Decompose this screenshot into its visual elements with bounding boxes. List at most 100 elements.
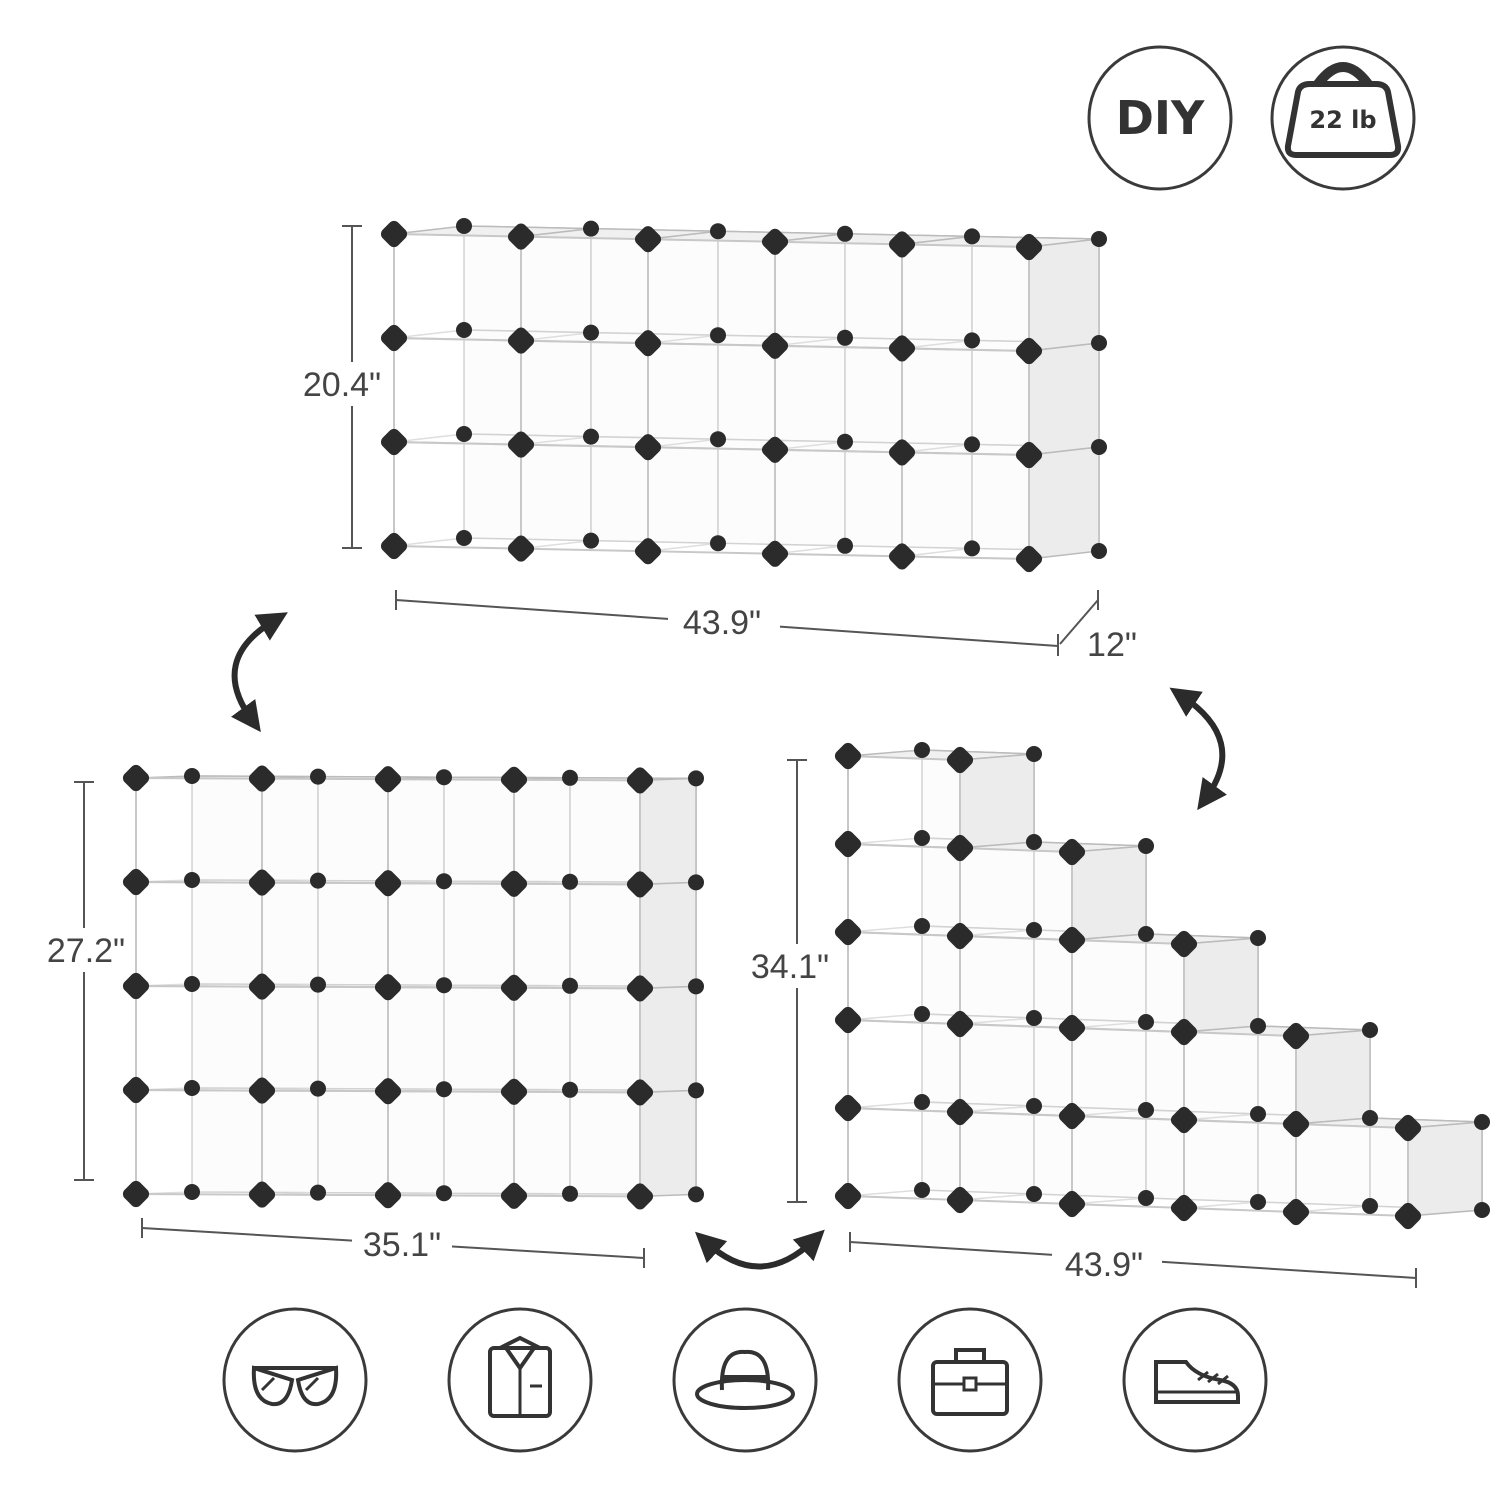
connector — [1058, 926, 1086, 954]
connector — [374, 974, 402, 1001]
cube-front-frame — [513, 778, 641, 886]
connector — [834, 742, 862, 770]
back-connector — [1138, 1190, 1154, 1206]
back-connector — [436, 977, 452, 994]
top-width-label: 43.9" — [683, 604, 761, 642]
back-connector — [710, 327, 726, 344]
cube-side-panel — [639, 1089, 697, 1198]
dimension-left-height: 27.2" — [44, 781, 128, 1181]
diy-label: DIY — [1116, 91, 1205, 145]
cube-front-frame — [135, 776, 263, 884]
connector — [1058, 838, 1086, 866]
cube-front-frame — [847, 1018, 961, 1114]
top-depth-label: 12" — [1087, 626, 1137, 664]
connector — [946, 1098, 974, 1126]
cube-front-frame — [1071, 1114, 1185, 1210]
back-connector — [310, 872, 326, 889]
cube-side-panel — [639, 881, 697, 990]
cube-front-frame — [387, 1090, 515, 1197]
back-connector — [436, 873, 452, 890]
connector — [761, 540, 789, 567]
connector — [1394, 1114, 1422, 1142]
dimension-right-width: 43.9" — [849, 1232, 1417, 1288]
connector — [888, 439, 916, 466]
connector — [1058, 1014, 1086, 1042]
cube-front-frame — [847, 754, 961, 850]
connector — [507, 535, 535, 562]
connector — [1015, 441, 1043, 469]
connector — [248, 1181, 276, 1208]
connector — [834, 1094, 862, 1122]
back-connector — [688, 1082, 704, 1099]
back-connector — [1138, 838, 1154, 854]
back-connector — [456, 322, 472, 338]
cube-front-frame — [847, 930, 961, 1026]
back-connector — [310, 1080, 326, 1097]
back-connector — [914, 1006, 930, 1022]
connector — [122, 972, 150, 1000]
cube-front-frame — [135, 880, 263, 988]
connector — [1015, 545, 1043, 573]
connector — [1282, 1198, 1310, 1226]
connector — [380, 220, 408, 248]
back-connector — [456, 218, 472, 234]
back-connector — [964, 540, 980, 557]
connector — [626, 975, 654, 1002]
back-connector — [1026, 1098, 1042, 1114]
back-connector — [310, 976, 326, 993]
back-connector — [1474, 1202, 1490, 1218]
swap-arrow-right-icon — [1169, 687, 1227, 811]
back-connector — [1091, 439, 1107, 455]
swap-arrow-bottom-icon — [694, 1229, 825, 1270]
back-connector — [1362, 1022, 1378, 1038]
cube-front-frame — [847, 842, 961, 938]
connector — [626, 871, 654, 898]
connector — [374, 1078, 402, 1105]
back-connector — [837, 329, 853, 346]
back-connector — [184, 872, 200, 888]
hat-icon — [672, 1307, 818, 1453]
back-connector — [688, 978, 704, 995]
connector — [1170, 1106, 1198, 1134]
connector — [946, 922, 974, 950]
connector — [888, 231, 916, 258]
connector — [946, 834, 974, 862]
connector — [626, 1183, 654, 1210]
right-height-label: 34.1" — [751, 948, 829, 986]
connector — [122, 868, 150, 896]
cube-front-frame — [261, 881, 389, 989]
cube-front-frame — [520, 235, 649, 345]
cube-front-frame — [1183, 1118, 1297, 1214]
connector — [507, 327, 535, 354]
cube-side-panel — [639, 777, 697, 886]
back-connector — [837, 433, 853, 450]
back-connector — [914, 1182, 930, 1198]
connector — [1394, 1202, 1422, 1230]
cube-side-panel — [1028, 238, 1100, 352]
connector — [634, 330, 662, 357]
back-connector — [914, 1094, 930, 1110]
cube-front-frame — [959, 1110, 1073, 1206]
back-connector — [184, 1080, 200, 1096]
briefcase-icon — [897, 1307, 1043, 1453]
back-connector — [436, 1081, 452, 1098]
connector — [1015, 337, 1043, 365]
back-connector — [964, 332, 980, 349]
back-connector — [837, 537, 853, 554]
cube-front-frame — [393, 440, 522, 550]
connector — [248, 1077, 276, 1104]
cube-front-frame — [1295, 1122, 1409, 1218]
shoe-icon — [1122, 1307, 1268, 1453]
sunglasses-icon — [222, 1307, 368, 1453]
cube-front-frame — [847, 1106, 961, 1202]
swap-arrow-left-icon — [231, 612, 288, 733]
right-width-label: 43.9" — [1065, 1246, 1143, 1284]
cube-front-frame — [513, 882, 641, 990]
cube-front-frame — [647, 342, 776, 451]
connector — [834, 830, 862, 858]
back-connector — [1091, 231, 1107, 247]
back-connector — [710, 535, 726, 552]
cube-front-frame — [647, 446, 776, 555]
connector — [626, 767, 654, 794]
